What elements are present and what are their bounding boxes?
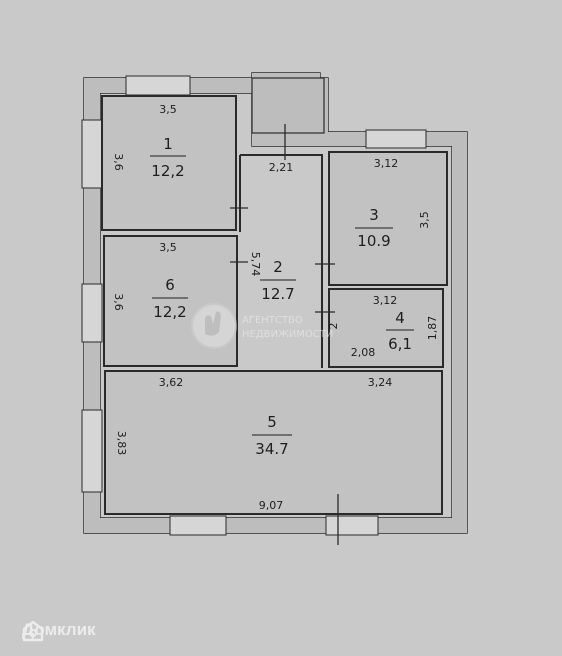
room-1-number: 1 (163, 135, 173, 153)
door-marks (230, 124, 339, 545)
dim-room3-top: 3,12 (374, 157, 399, 170)
room-3-label: 3 10.9 (355, 206, 393, 250)
interior-walls (101, 95, 448, 515)
room-4-number: 4 (395, 309, 405, 327)
dim-room6-left: 3,6 (112, 293, 125, 311)
watermark-line1: АГЕНТСТВО (242, 315, 303, 326)
windows (81, 75, 427, 536)
window-room5-left (81, 409, 103, 493)
house-icon (22, 620, 44, 642)
dim-room1-left: 3,6 (112, 153, 125, 171)
dim-room6-top: 3,5 (159, 241, 177, 254)
room-2-area: 12.7 (261, 285, 294, 303)
room-1-outline (101, 95, 237, 231)
dim-room4-top: 3,12 (373, 294, 398, 307)
room-2-number: 2 (273, 258, 283, 276)
room-2-label: 2 12.7 (260, 258, 296, 303)
room-3-outline (328, 151, 448, 286)
dim-room5-top-right: 3,24 (368, 376, 393, 389)
room-4-outline (328, 288, 444, 368)
room-6-area: 12,2 (153, 303, 186, 321)
door-balcony-bottom (325, 515, 379, 536)
brand-name: Домклик (22, 620, 96, 639)
window-room1-left (81, 119, 103, 189)
dim-room4-left: 2 (327, 323, 340, 330)
room-6-number: 6 (165, 276, 175, 294)
dim-room4-bottom: 2,08 (351, 346, 376, 359)
room-4-label: 4 6,1 (386, 309, 414, 353)
dimension-labels: 3,5 3,6 3,5 3,6 2,21 5,74 3,12 3,5 3,12 … (112, 103, 439, 512)
room-1-area: 12,2 (151, 162, 184, 180)
balcony (251, 77, 325, 134)
room-4-area: 6,1 (388, 335, 412, 353)
dim-room3-right: 3,5 (418, 211, 431, 229)
dim-room1-top: 3,5 (159, 103, 177, 116)
room-5-area: 34.7 (255, 440, 288, 458)
room-5-label: 5 34.7 (252, 413, 292, 458)
dim-room5-top-left: 3,62 (159, 376, 184, 389)
dim-room4-right: 1,87 (426, 316, 439, 341)
window-room5-bottom (169, 515, 227, 536)
watermark-line2: НЕДВИЖИМОСТИ (242, 329, 333, 340)
window-room1-top (125, 75, 191, 96)
room-5-outline (104, 370, 443, 515)
dim-corridor-length: 5,74 (249, 252, 262, 277)
room-5-number: 5 (267, 413, 277, 431)
room-3-area: 10.9 (357, 232, 390, 250)
dim-room5-left: 3,83 (115, 431, 128, 456)
dim-room5-bottom: 9,07 (259, 499, 284, 512)
dim-corridor-top: 2,21 (269, 161, 294, 174)
corridor-outline (239, 154, 323, 368)
watermark: АГЕНТСТВО НЕДВИЖИМОСТИ (191, 303, 333, 349)
window-room6-left (81, 283, 103, 343)
window-room3-top (365, 129, 427, 149)
room-3-number: 3 (369, 206, 379, 224)
room-1-label: 1 12,2 (150, 135, 186, 180)
room-6-label: 6 12,2 (152, 276, 188, 321)
brand-logo: Домклик (22, 620, 96, 642)
